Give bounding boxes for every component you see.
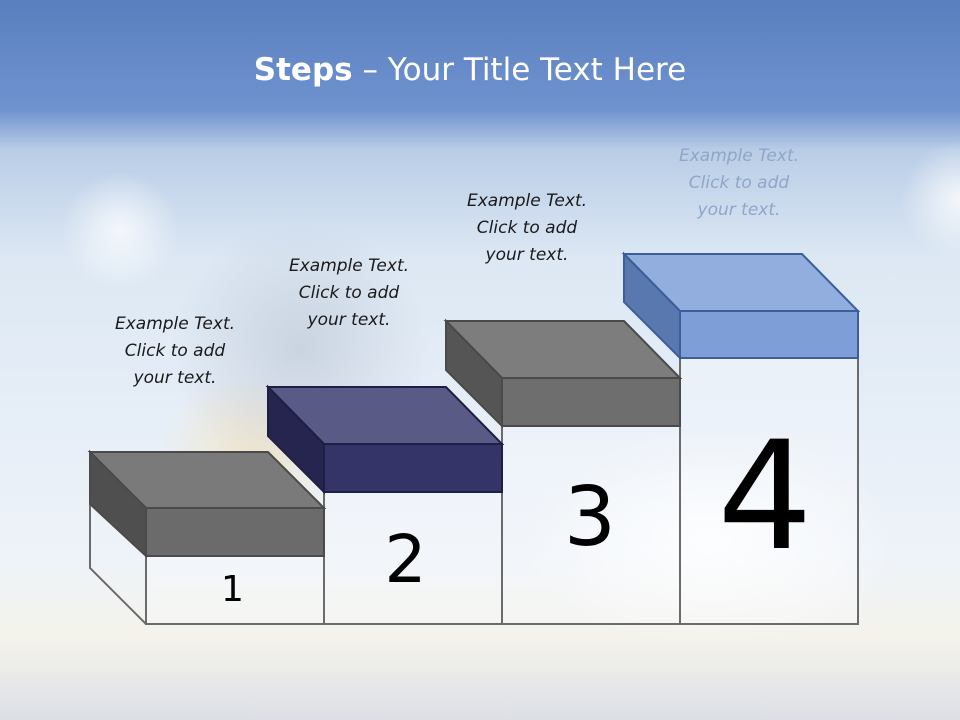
step-2-block[interactable] <box>265 384 505 495</box>
step-3-number: 3 <box>563 470 617 565</box>
caption-line: Click to add <box>298 283 400 303</box>
caption-line: your text. <box>307 310 391 330</box>
step-1-caption[interactable]: Example Text. Click to add your text. <box>100 311 250 392</box>
step-4-number: 4 <box>717 410 813 584</box>
caption-line: your text. <box>133 368 217 388</box>
slide-title[interactable]: Steps – Your Title Text Here <box>0 52 940 88</box>
caption-line: Click to add <box>688 173 790 193</box>
step-1-block[interactable] <box>87 449 327 559</box>
background-glow <box>60 170 180 290</box>
caption-line: Example Text. <box>288 256 410 276</box>
caption-line: Example Text. <box>466 191 588 211</box>
caption-line: Example Text. <box>114 314 236 334</box>
caption-line: your text. <box>485 245 569 265</box>
caption-line: Click to add <box>124 341 226 361</box>
title-bold: Steps <box>253 52 353 88</box>
step-1-number: 1 <box>221 569 244 610</box>
caption-line: Click to add <box>476 218 578 238</box>
step-4-caption[interactable]: Example Text. Click to add your text. <box>664 143 814 224</box>
step-3-block[interactable] <box>443 318 683 429</box>
step-2-caption[interactable]: Example Text. Click to add your text. <box>274 253 424 334</box>
title-rest: – Your Title Text Here <box>352 52 687 88</box>
caption-line: your text. <box>697 200 781 220</box>
background-glow <box>520 430 900 650</box>
step-4-block[interactable] <box>621 251 861 361</box>
step-3-caption[interactable]: Example Text. Click to add your text. <box>452 188 602 269</box>
caption-line: Example Text. <box>678 146 800 166</box>
step-2-number: 2 <box>384 521 427 598</box>
